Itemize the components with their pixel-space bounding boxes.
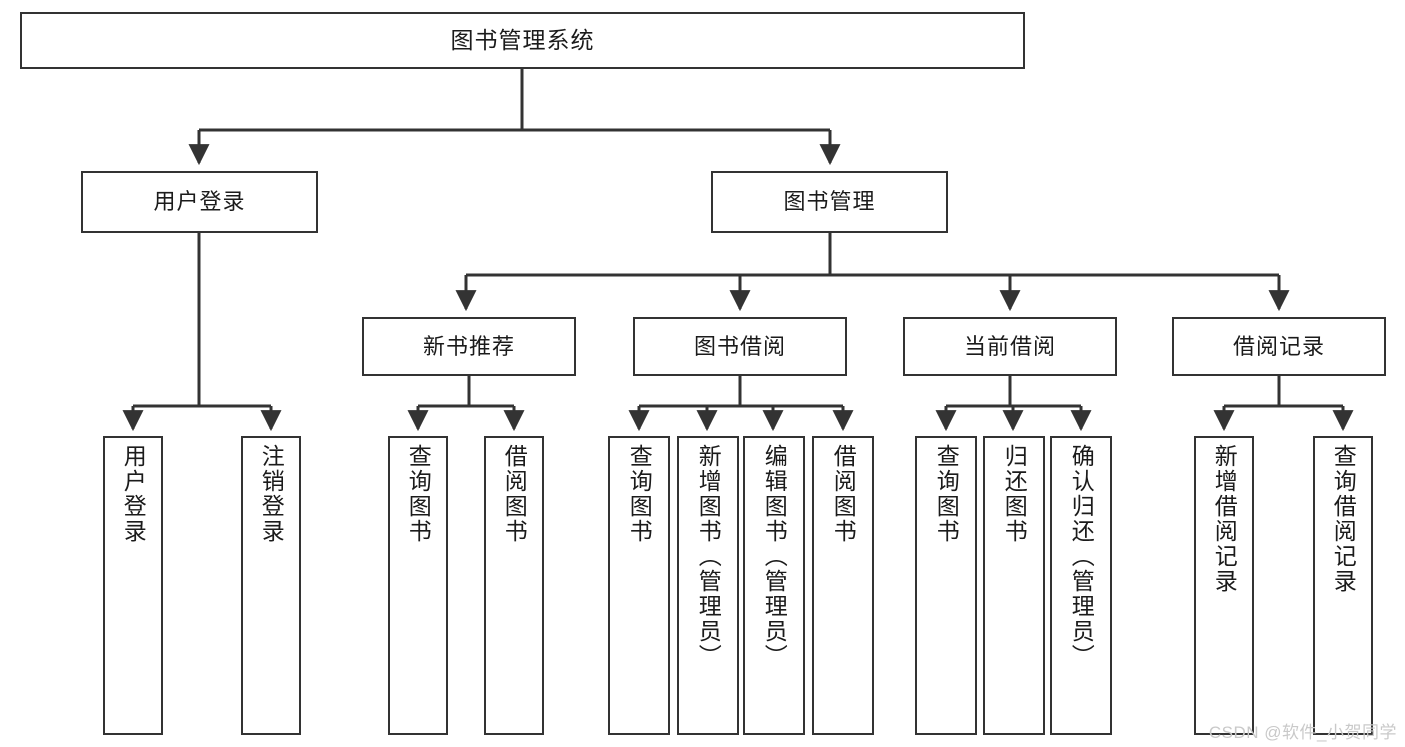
node-label: 查询图书 [933,444,960,544]
node-label: 新增图书（管理员） [695,444,722,669]
node-label: 查询图书 [626,444,653,544]
node-label: 图书借阅 [693,333,786,359]
node-borrow-record[interactable]: 借阅记录 [1172,317,1386,376]
node-label: 查询借阅记录 [1330,444,1357,594]
node-label: 借阅记录 [1232,333,1325,359]
leaf-borrow-record-query-record[interactable]: 查询借阅记录 [1313,436,1373,735]
node-label: 当前借阅 [963,333,1056,359]
leaf-user-login-logout[interactable]: 注销登录 [241,436,301,735]
leaf-book-borrow-borrow-book[interactable]: 借阅图书 [812,436,874,735]
leaf-new-book-query-book[interactable]: 查询图书 [388,436,448,735]
node-label: 确认归还（管理员） [1068,444,1095,669]
leaf-current-borrow-query-book[interactable]: 查询图书 [915,436,977,735]
node-label: 注销登录 [258,444,285,544]
node-label: 编辑图书（管理员） [761,444,788,669]
node-label: 用户登录 [153,189,246,215]
leaf-new-book-borrow-book[interactable]: 借阅图书 [484,436,544,735]
leaf-current-borrow-confirm-return-admin[interactable]: 确认归还（管理员） [1050,436,1112,735]
node-label: 新书推荐 [422,333,515,359]
node-book-borrow[interactable]: 图书借阅 [633,317,847,376]
node-current-borrow[interactable]: 当前借阅 [903,317,1117,376]
node-label: 图书管理 [783,189,876,215]
node-label: 图书管理系统 [450,27,595,54]
node-root-system[interactable]: 图书管理系统 [20,12,1025,69]
node-label: 借阅图书 [830,444,857,544]
leaf-book-borrow-query-book[interactable]: 查询图书 [608,436,670,735]
node-label: 新增借阅记录 [1211,444,1238,594]
node-user-login[interactable]: 用户登录 [81,171,318,233]
leaf-book-borrow-add-book-admin[interactable]: 新增图书（管理员） [677,436,739,735]
node-label: 查询图书 [405,444,432,544]
node-label: 借阅图书 [501,444,528,544]
leaf-user-login-login[interactable]: 用户登录 [103,436,163,735]
node-label: 归还图书 [1001,444,1028,544]
leaf-current-borrow-return-book[interactable]: 归还图书 [983,436,1045,735]
leaf-borrow-record-add-record[interactable]: 新增借阅记录 [1194,436,1254,735]
node-label: 用户登录 [120,444,147,544]
leaf-book-borrow-edit-book-admin[interactable]: 编辑图书（管理员） [743,436,805,735]
watermark: CSDN @软件_小贺同学 [1208,723,1397,742]
node-new-book-recommend[interactable]: 新书推荐 [362,317,576,376]
node-book-management[interactable]: 图书管理 [711,171,948,233]
